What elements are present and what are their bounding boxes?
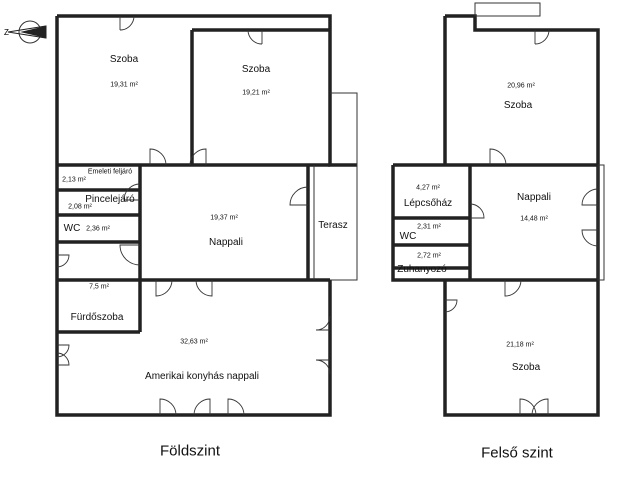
- room-area: 7,5 m²: [89, 283, 109, 291]
- room-name: Nappali: [517, 192, 551, 203]
- north-arrow-icon: Z: [4, 20, 47, 44]
- terrace-outline: [313, 92, 358, 281]
- room-area: 19,37 m²: [210, 214, 238, 222]
- room-area: 2,08 m²: [68, 203, 92, 211]
- ground-floor-doors: [56, 15, 331, 416]
- upper-floor-title: Felső szint: [481, 444, 553, 462]
- ground-floor-walls: [55, 14, 357, 417]
- room-area: 20,96 m²: [507, 82, 535, 90]
- room-name: Szoba: [241, 64, 271, 75]
- room-name: Zuhanyozó: [397, 264, 447, 275]
- room-name: Lépcsőház: [403, 198, 453, 209]
- room-area: 14,48 m²: [520, 215, 548, 223]
- room-area: 19,31 m²: [110, 81, 138, 89]
- upper-floor-doors: [444, 29, 599, 416]
- room-area: 2,13 m²: [62, 176, 86, 184]
- room-name: Emeleti feljáró: [87, 168, 133, 176]
- room-name: Szoba: [503, 100, 533, 111]
- room-area: 2,36 m²: [86, 225, 110, 233]
- room-name: Amerikai konyhás nappali: [145, 371, 259, 382]
- upper-balcony: [474, 2, 541, 17]
- upper-floor-walls: [391, 14, 600, 417]
- room-name: Fürdőszoba: [70, 312, 124, 323]
- upper-window: [597, 164, 605, 281]
- room-area: 19,21 m²: [242, 89, 270, 97]
- compass-letter: Z: [4, 28, 9, 37]
- ground-floor-title: Földszint: [159, 442, 221, 460]
- room-area: 21,18 m²: [506, 341, 534, 349]
- room-name: Szoba: [511, 362, 541, 373]
- room-name: Nappali: [209, 237, 243, 248]
- room-area: 4,27 m²: [416, 184, 440, 192]
- room-name: WC: [63, 223, 81, 234]
- room-area: 2,31 m²: [417, 223, 441, 231]
- room-name: Pincelejáró: [85, 194, 135, 205]
- room-name: Terasz: [318, 220, 348, 231]
- room-name: WC: [399, 231, 417, 242]
- room-name: Szoba: [109, 54, 139, 65]
- room-area: 2,72 m²: [417, 252, 441, 260]
- room-area: 32,63 m²: [180, 338, 208, 346]
